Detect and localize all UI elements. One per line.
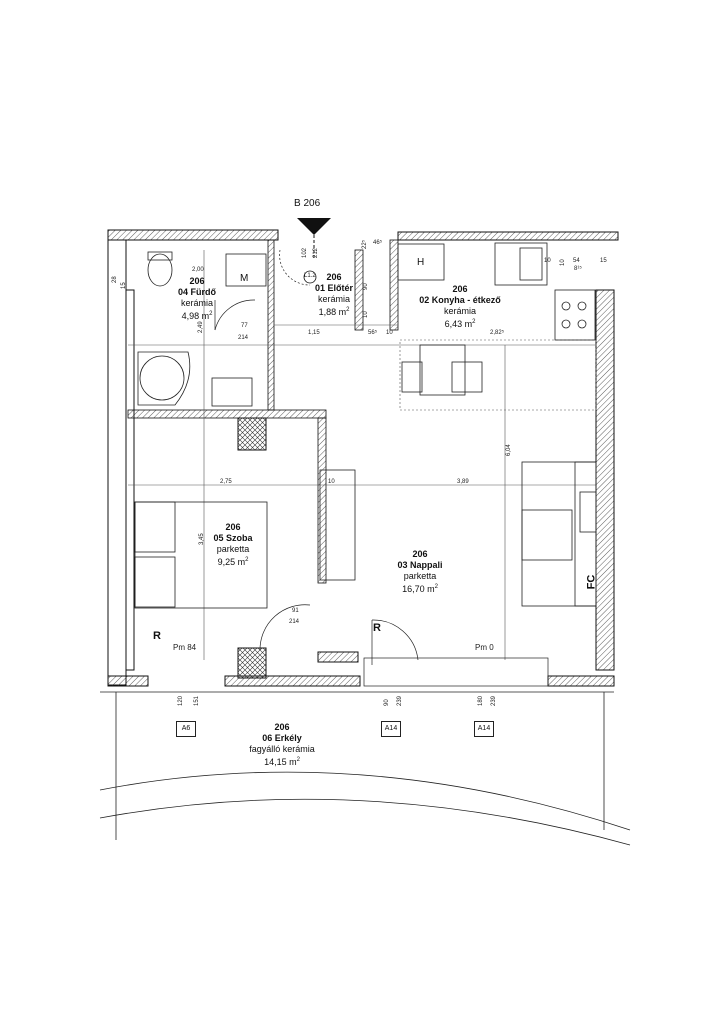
dim-151: 151 bbox=[194, 695, 200, 706]
dim-90b: 90 bbox=[363, 283, 369, 290]
dim-604: 6,04 bbox=[506, 444, 512, 456]
room-konyha: 206 02 Konyha - étkező kerámia 6,43 m2 bbox=[419, 284, 501, 329]
outer-walls bbox=[107, 229, 619, 687]
dim-389: 3,89 bbox=[457, 479, 469, 485]
symbol-m: M bbox=[240, 273, 249, 284]
dim-815: 8¹⁵ bbox=[574, 266, 582, 272]
symbol-fc: FC bbox=[585, 574, 598, 590]
dim-200: 2,00 bbox=[192, 267, 204, 273]
room-eloter: 206 01 Előtér kerámia 1,88 m2 bbox=[314, 272, 354, 317]
inner-walls bbox=[127, 239, 399, 584]
level-pm0: Pm 0 bbox=[475, 643, 494, 652]
shaft-1 bbox=[237, 417, 267, 451]
level-pm84: Pm 84 bbox=[173, 643, 197, 652]
dim-10b: 10 bbox=[328, 479, 335, 485]
dim-180: 180 bbox=[478, 695, 484, 706]
dim-10c: 10 bbox=[363, 311, 369, 318]
room-furdo: 206 04 Fürdő kerámia 4,98 m2 bbox=[177, 276, 217, 321]
dim-565: 56⁵ bbox=[368, 330, 378, 336]
doors bbox=[214, 249, 549, 687]
kitchen-fixtures bbox=[397, 242, 596, 396]
dim-212: 212 bbox=[313, 247, 319, 258]
dim-275: 2,75 bbox=[220, 479, 232, 485]
dim-282: 2,82⁵ bbox=[490, 330, 505, 336]
symbol-h: H bbox=[417, 257, 425, 268]
balcony bbox=[99, 691, 631, 846]
window-tag-a14-1: A14 bbox=[381, 721, 401, 737]
symbol-r-nappali: R bbox=[373, 622, 381, 634]
dim-115: 1,15 bbox=[308, 330, 320, 336]
section-marker bbox=[297, 218, 331, 260]
sofa bbox=[521, 461, 597, 607]
bath-fixtures bbox=[137, 251, 267, 407]
dim-10e: 10 bbox=[560, 259, 566, 266]
dim-345: 3,45 bbox=[199, 533, 205, 545]
dim-15: 15 bbox=[600, 258, 607, 264]
dim-465: 46⁵ bbox=[373, 240, 383, 246]
room-nappali: 206 03 Nappali parketta 16,70 m2 bbox=[397, 549, 443, 594]
symbol-l12: L1.2 bbox=[304, 273, 316, 279]
dim-102: 102 bbox=[302, 247, 308, 258]
section-label: B 206 bbox=[294, 198, 321, 209]
room-szoba: 206 05 Szoba parketta 9,25 m2 bbox=[213, 522, 253, 567]
dim-239b: 239 bbox=[491, 695, 497, 706]
dim-239a: 239 bbox=[397, 695, 403, 706]
dim-77: 77 bbox=[241, 323, 248, 329]
room-erkely: 206 06 Erkély fagyálló kerámia 14,15 m2 bbox=[249, 722, 315, 767]
dim-91: 91 bbox=[292, 608, 299, 614]
dim-15b: 15 bbox=[121, 282, 127, 289]
dim-225: 22⁵ bbox=[362, 239, 368, 249]
dim-90: 90 bbox=[384, 699, 390, 706]
dim-214a: 214 bbox=[238, 335, 249, 341]
dim-214b: 214 bbox=[289, 619, 300, 625]
dim-120: 120 bbox=[178, 695, 184, 706]
dim-54: 54 bbox=[573, 258, 580, 264]
bed bbox=[134, 469, 356, 609]
window-tag-a6: A6 bbox=[176, 721, 196, 737]
dim-28: 28 bbox=[112, 276, 118, 283]
dim-10d: 10 bbox=[544, 258, 551, 264]
symbol-r-szoba: R bbox=[153, 630, 161, 642]
dim-10a: 10 bbox=[386, 330, 393, 336]
window-tag-a14-2: A14 bbox=[474, 721, 494, 737]
shaft-2 bbox=[237, 647, 267, 679]
dim-249: 2,49 bbox=[198, 321, 204, 333]
